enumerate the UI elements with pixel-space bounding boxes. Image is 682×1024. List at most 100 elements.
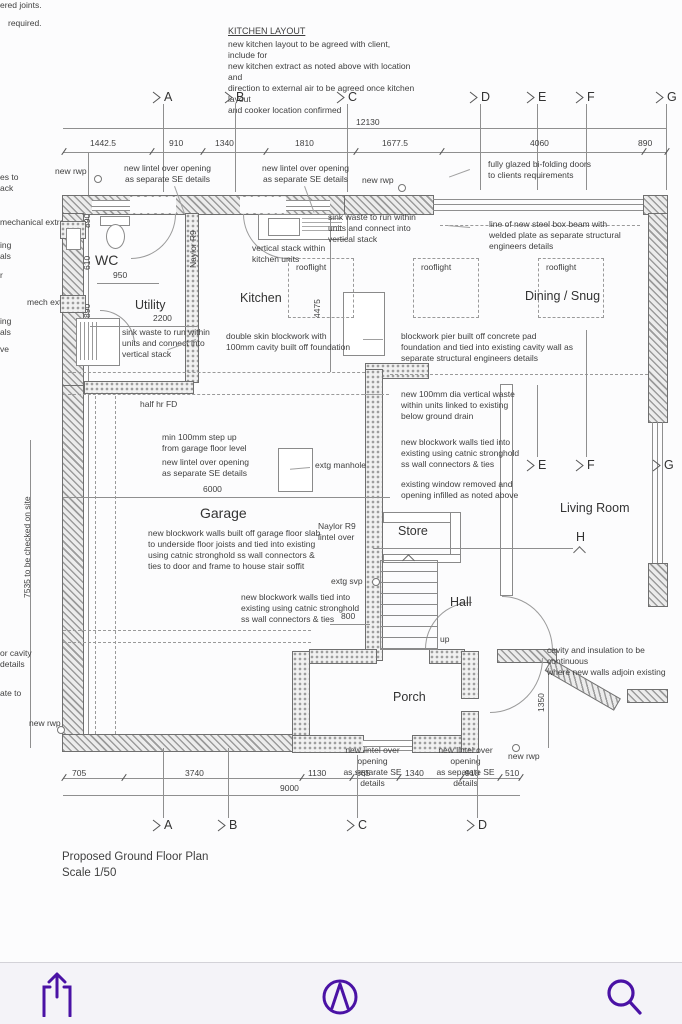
grid-marker-d: D bbox=[469, 90, 490, 104]
dashed-line bbox=[63, 394, 389, 395]
grid-marker-a: A bbox=[152, 90, 172, 104]
note-window-removed: existing window removed and opening infi… bbox=[401, 479, 519, 500]
drainer bbox=[302, 218, 342, 234]
note-sink-waste: sink waste to run within units and conne… bbox=[328, 212, 416, 244]
note-step-up: min 100mm step up from garage floor leve… bbox=[162, 432, 247, 453]
dim-line bbox=[63, 497, 390, 498]
bifold-door-line bbox=[433, 204, 645, 205]
grid-flag-icon bbox=[575, 459, 584, 471]
grid-marker-c-bottom: C bbox=[346, 818, 367, 832]
dashed-line bbox=[63, 372, 385, 373]
appliance-grill bbox=[80, 322, 100, 360]
dim-top-2: 910 bbox=[169, 138, 184, 148]
stairs bbox=[380, 560, 438, 650]
note-sink-waste-utility: sink waste to run within units and conne… bbox=[122, 327, 210, 359]
annotate-button[interactable] bbox=[320, 971, 360, 1017]
window bbox=[92, 200, 132, 211]
note-bifold: fully glazed bi-folding doors to clients… bbox=[488, 159, 592, 180]
cut-off-note: ing als bbox=[0, 240, 12, 261]
grid-flag-icon bbox=[152, 91, 161, 103]
room-label-store: Store bbox=[398, 524, 428, 538]
grid-line bbox=[228, 748, 229, 818]
door-arc bbox=[502, 596, 553, 651]
grid-flag-icon bbox=[655, 91, 664, 103]
kitchen-sink bbox=[268, 218, 300, 236]
grid-flag-icon bbox=[652, 459, 661, 471]
grid-line bbox=[477, 755, 478, 818]
grid-marker-e: E bbox=[526, 90, 546, 104]
room-label-garage: Garage bbox=[200, 505, 247, 521]
dim-left-note: 7535 to be checked on site bbox=[22, 496, 32, 598]
wall-segment bbox=[429, 649, 465, 664]
grid-line bbox=[586, 330, 587, 457]
note-garage-walls: new blockwork walls built off garage flo… bbox=[148, 528, 321, 571]
note-rwp: new rwp bbox=[55, 166, 87, 176]
floorplan-drawing[interactable]: ered joints. required. KITCHEN LAYOUT ne… bbox=[0, 0, 682, 962]
page-fragment: ered joints. bbox=[0, 0, 42, 10]
grid-flag-icon bbox=[336, 91, 345, 103]
kitchen-island bbox=[343, 292, 385, 356]
search-icon bbox=[607, 978, 642, 1015]
kitchen-layout-title: KITCHEN LAYOUT bbox=[228, 26, 306, 36]
grid-flag-icon bbox=[469, 91, 478, 103]
dashed-line bbox=[63, 630, 311, 631]
mech-extract-vent bbox=[60, 295, 86, 313]
cut-off-note: ve bbox=[0, 344, 9, 354]
room-label-dining: Dining / Snug bbox=[525, 289, 601, 303]
note-walls-tied: new blockwork walls tied into existing u… bbox=[401, 437, 520, 469]
manhole-outline bbox=[278, 448, 313, 492]
rooflight-label: rooflight bbox=[546, 262, 577, 272]
search-button[interactable] bbox=[604, 971, 644, 1017]
note-mech-extract: mechanical extract bbox=[0, 217, 71, 227]
grid-line bbox=[357, 755, 358, 818]
rooflight-outline bbox=[538, 258, 604, 318]
window-line bbox=[662, 422, 663, 564]
bay-wall bbox=[627, 689, 668, 703]
grid-line bbox=[666, 104, 667, 190]
cut-off-note: es to ack bbox=[0, 172, 19, 193]
note-pier: blockwork pier built off concrete pad fo… bbox=[401, 331, 573, 363]
rwp-symbol bbox=[94, 175, 102, 183]
cut-off-note: ate to bbox=[0, 688, 22, 698]
cut-off-note: r bbox=[0, 270, 3, 280]
dim-overall-bottom: 9000 bbox=[280, 783, 299, 793]
dim-bay: 1350 bbox=[536, 693, 546, 712]
dim-line bbox=[330, 216, 331, 372]
dim-bottom-2: 3740 bbox=[185, 768, 204, 778]
wc-basin bbox=[66, 228, 81, 250]
dim-kitchen: 4475 bbox=[312, 299, 322, 318]
wall-segment bbox=[292, 735, 364, 753]
wall-segment bbox=[62, 385, 84, 741]
room-label-utility: Utility bbox=[135, 298, 166, 312]
kitchen-layout-body: new kitchen layout to be agreed with cli… bbox=[228, 39, 415, 115]
grid-flag-icon bbox=[575, 91, 584, 103]
wall-segment bbox=[500, 384, 513, 596]
window bbox=[363, 740, 413, 751]
dim-utility: 2200 bbox=[153, 313, 172, 323]
note-manhole: extg manhole bbox=[315, 460, 367, 470]
grid-line bbox=[537, 385, 538, 457]
annotate-icon bbox=[322, 979, 358, 1014]
note-lintel: new lintel over opening as separate SE d… bbox=[436, 745, 495, 788]
grid-marker-c: C bbox=[336, 90, 357, 104]
note-rwp: new rwp bbox=[362, 175, 394, 185]
dim-bottom-6: 910 bbox=[465, 768, 480, 778]
grid-line bbox=[586, 104, 587, 190]
grid-marker-f-mid: F bbox=[575, 458, 595, 472]
dim-line bbox=[88, 152, 89, 748]
note-mech-ext: mech ext bbox=[27, 297, 62, 307]
dim-bottom-7: 510 bbox=[505, 768, 520, 778]
rooflight-label: rooflight bbox=[296, 262, 327, 272]
grid-flag-icon bbox=[526, 91, 535, 103]
dashed-line bbox=[115, 396, 116, 734]
note-vertical-stack: vertical stack within kitchen units bbox=[252, 243, 326, 264]
window-line bbox=[657, 422, 658, 564]
wall-segment bbox=[309, 649, 377, 664]
door-opening bbox=[240, 197, 286, 213]
drawing-title: Proposed Ground Floor Plan bbox=[62, 851, 209, 863]
share-button[interactable] bbox=[38, 971, 76, 1017]
grid-marker-e-mid: E bbox=[526, 458, 546, 472]
grid-marker-f: F bbox=[575, 90, 595, 104]
section-line bbox=[373, 548, 573, 549]
room-label-kitchen: Kitchen bbox=[240, 291, 282, 305]
